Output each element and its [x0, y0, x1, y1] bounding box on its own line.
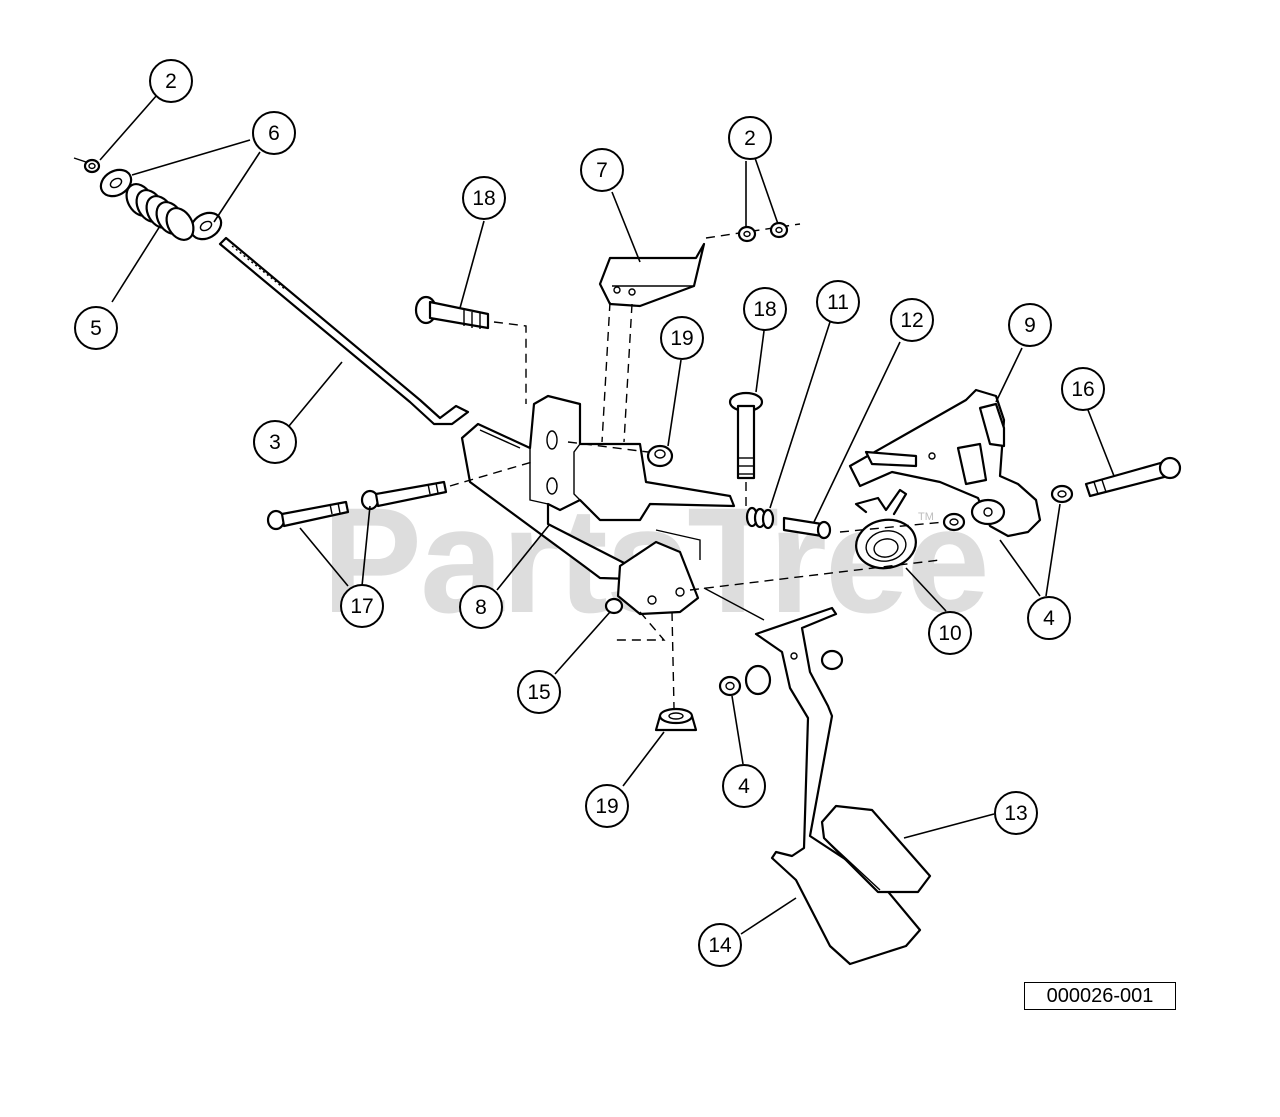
diagram-code-box: 000026-001 — [1024, 982, 1176, 1010]
part-18-bolt-vertical — [728, 391, 764, 508]
callout-label: 15 — [527, 681, 550, 704]
callout[interactable]: 18 — [462, 176, 506, 220]
callout[interactable]: 9 — [1008, 303, 1052, 347]
callout-label: 18 — [753, 298, 776, 321]
part-9-plate — [848, 388, 1042, 538]
assembly-line-main — [689, 559, 941, 591]
callout-label: 9 — [1024, 314, 1036, 337]
callout[interactable]: 11 — [816, 280, 860, 324]
callout[interactable]: 10 — [928, 611, 972, 655]
callout[interactable]: 4 — [722, 764, 766, 808]
part-12-pin — [782, 516, 832, 540]
callout-label: 4 — [738, 775, 750, 798]
part-16-bolt-right — [1084, 456, 1182, 498]
part-10-torsion-spring — [854, 488, 917, 570]
part-14-pedal-arm — [703, 587, 922, 966]
callout[interactable]: 4 — [1027, 596, 1071, 640]
part-17-bolts-left — [266, 461, 533, 531]
callout[interactable]: 16 — [1061, 367, 1105, 411]
callout[interactable]: 19 — [660, 316, 704, 360]
part-19-flange-nut-lower — [654, 707, 698, 732]
callout-label: 10 — [938, 622, 961, 645]
part-2-nut-left — [73, 157, 101, 174]
callout-label: 7 — [596, 159, 608, 182]
callout-label: 17 — [350, 595, 373, 618]
part-13-pedal-pad — [820, 804, 932, 894]
callout[interactable]: 17 — [340, 584, 384, 628]
callout-label: 4 — [1043, 607, 1055, 630]
callout[interactable]: 13 — [994, 791, 1038, 835]
part-2-nuts-right — [705, 221, 801, 243]
callout[interactable]: 19 — [585, 784, 629, 828]
part-18-bolt-upper — [414, 295, 527, 404]
callout[interactable]: 8 — [459, 585, 503, 629]
callout-label: 8 — [475, 596, 487, 619]
part-7-cap — [598, 242, 706, 443]
callout-label: 16 — [1071, 378, 1094, 401]
part-15-linkage — [604, 529, 701, 709]
callout-label: 2 — [744, 127, 756, 150]
part-5-spring — [125, 183, 195, 241]
part-3-rod — [218, 236, 470, 426]
part-11-spring — [745, 506, 775, 530]
part-6-washer-upper — [99, 168, 133, 198]
callout-label: 19 — [670, 327, 693, 350]
callout-label: 14 — [708, 934, 732, 957]
callout-label: 13 — [1004, 802, 1027, 825]
callout[interactable]: 2 — [728, 116, 772, 160]
callout[interactable]: 7 — [580, 148, 624, 192]
callout[interactable]: 2 — [149, 59, 193, 103]
callout-label: 12 — [900, 309, 923, 332]
watermark-trademark: TM — [918, 511, 934, 523]
callout-label: 3 — [269, 431, 281, 454]
callout-label: 11 — [827, 291, 849, 314]
callout-label: 18 — [472, 187, 495, 210]
callout-label: 19 — [595, 795, 618, 818]
part-4-bushing-right — [942, 484, 1074, 532]
parts-drawing — [73, 157, 1182, 966]
callout[interactable]: 15 — [517, 670, 561, 714]
callout[interactable]: 6 — [252, 111, 296, 155]
callout[interactable]: 18 — [743, 287, 787, 331]
callout[interactable]: 3 — [253, 420, 297, 464]
part-4-bushing-lower — [718, 675, 742, 697]
callout-label: 6 — [268, 122, 280, 145]
callout[interactable]: 12 — [890, 298, 934, 342]
assembly-line-spring — [839, 521, 945, 533]
part-19-flange-nut-upper — [567, 441, 674, 468]
leader-lines — [99, 94, 1115, 935]
callout[interactable]: 14 — [698, 923, 742, 967]
callout[interactable]: 5 — [74, 306, 118, 350]
callout-label: 5 — [90, 317, 102, 340]
callout-label: 2 — [165, 70, 177, 93]
